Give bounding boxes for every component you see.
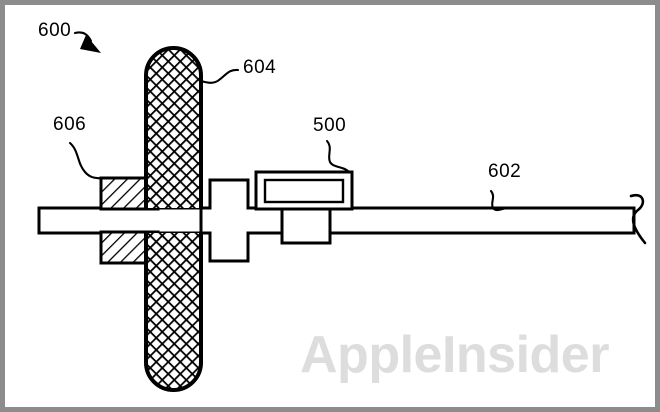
ref-label-604: 604: [243, 57, 276, 78]
leader-500-line: [325, 139, 351, 174]
component-500-inner-cavity: [263, 178, 345, 204]
component-500-stem: [280, 206, 332, 245]
break-symbol-icon: [629, 193, 647, 245]
leader-602-line: [489, 189, 511, 212]
ref-label-606: 606: [53, 114, 86, 135]
leader-600: [73, 31, 101, 53]
leader-600-arrowhead-icon: [80, 35, 101, 53]
ref-label-500: 500: [313, 115, 346, 136]
leader-606-line: [68, 141, 103, 181]
component-500: [254, 170, 354, 245]
bar-602: [37, 193, 647, 245]
ref-label-602: 602: [488, 161, 521, 182]
cross-flange-block: [199, 178, 284, 263]
leader-600-line: [73, 31, 93, 43]
bar-602-body: [37, 206, 636, 235]
watermark-text: AppleInsider: [300, 326, 609, 384]
ref-label-600: 600: [38, 20, 71, 41]
leader-604-line: [199, 68, 240, 84]
cross-flange-outline: [199, 178, 284, 263]
